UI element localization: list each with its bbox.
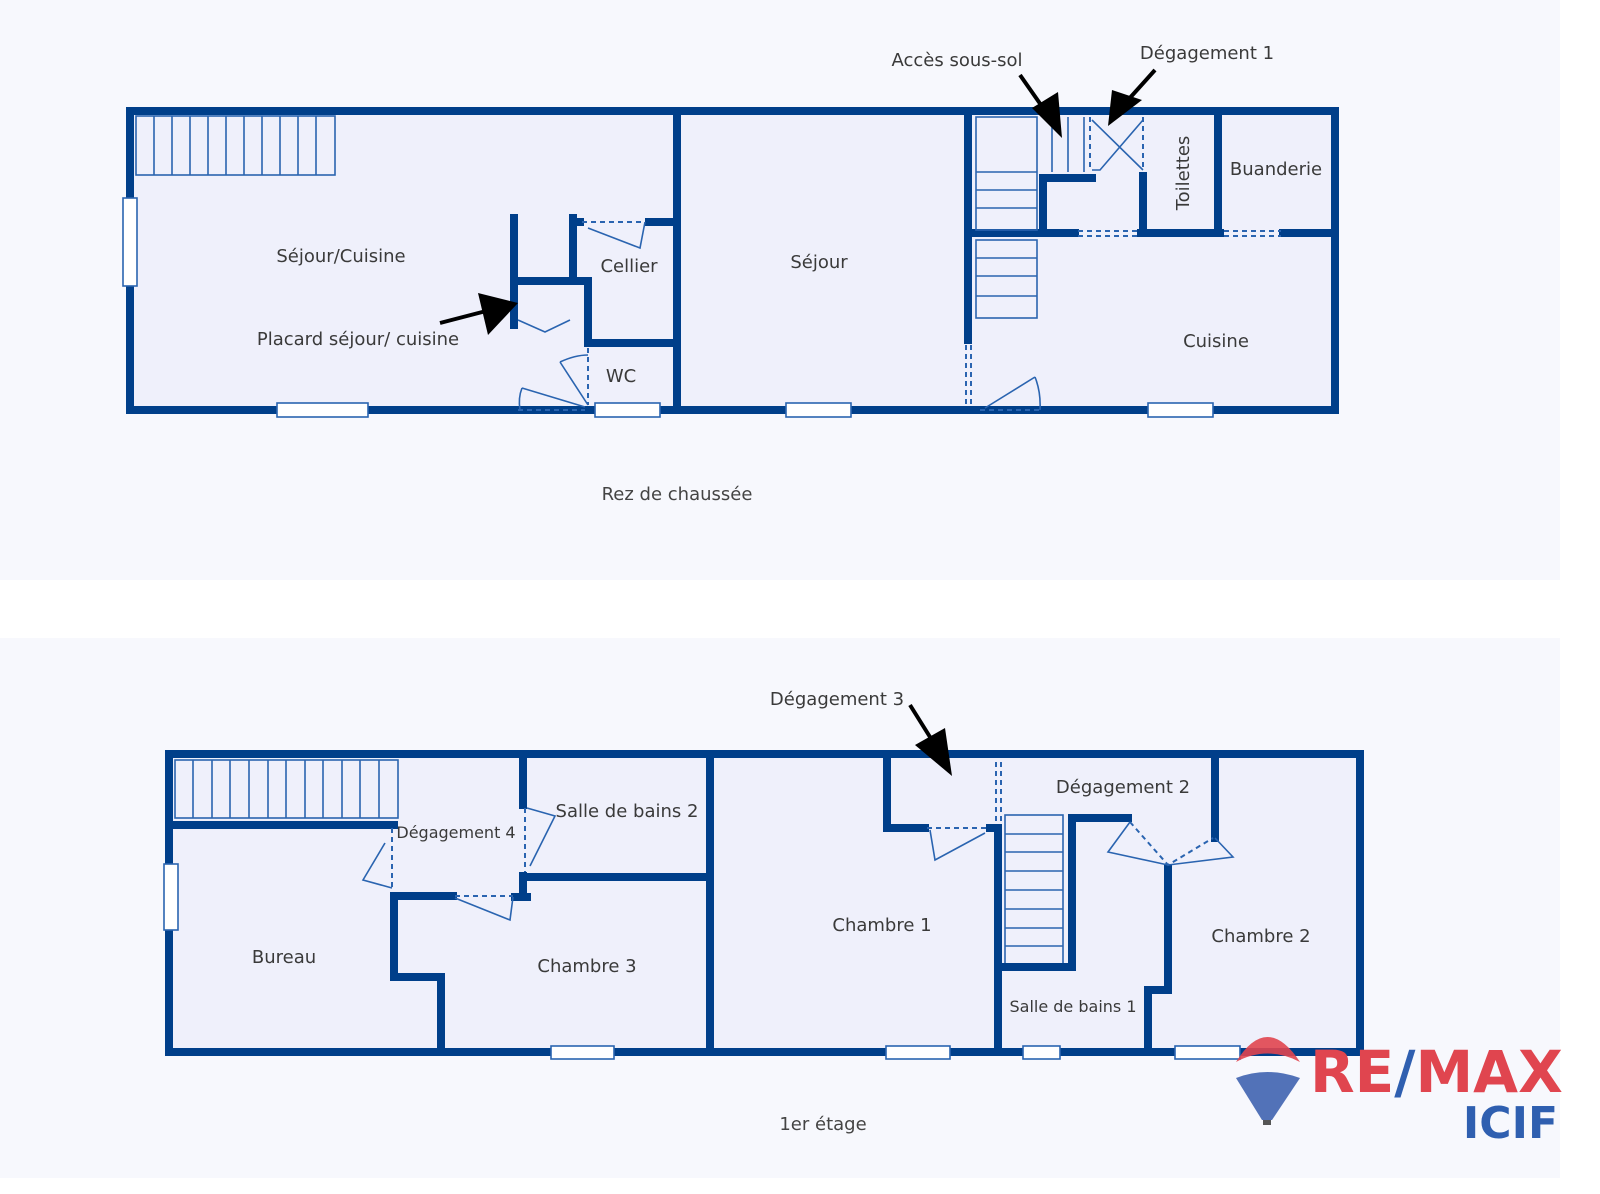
- arrow-icon: [908, 703, 952, 776]
- window: [594, 402, 661, 418]
- room-label-salle-de-bains-1: Salle de bains 1: [1009, 997, 1136, 1016]
- logo-agency: ICIF: [1463, 1098, 1558, 1149]
- room-label-bureau: Bureau: [252, 947, 316, 968]
- logo-brand: RE/MAX: [1310, 1038, 1563, 1106]
- room-label-cellier: Cellier: [600, 256, 658, 277]
- ground-floor-plan: Séjour/Cuisine Placard séjour/ cuisine C…: [122, 43, 1339, 505]
- outer-wall: [126, 107, 1339, 414]
- window: [885, 1045, 951, 1060]
- window: [163, 863, 179, 931]
- room-label-placard: Placard séjour/ cuisine: [257, 329, 459, 350]
- room-label-sejour-cuisine: Séjour/Cuisine: [276, 246, 405, 267]
- room-label-degagement-2: Dégagement 2: [1056, 777, 1190, 798]
- window: [122, 197, 138, 287]
- room-label-toilettes: Toilettes: [1173, 136, 1194, 212]
- callout-degagement-3: Dégagement 3: [770, 689, 904, 710]
- room-label-wc: WC: [606, 366, 636, 387]
- room-label-buanderie: Buanderie: [1230, 159, 1322, 180]
- outer-wall: [165, 750, 1364, 1056]
- room-label-chambre-3: Chambre 3: [537, 956, 636, 977]
- staircase-basement: [975, 116, 1085, 319]
- balloon-icon: [1236, 1037, 1300, 1062]
- callout-degagement-1: Dégagement 1: [1140, 43, 1274, 64]
- window: [1174, 1045, 1241, 1060]
- room-label-sejour: Séjour: [790, 252, 848, 273]
- callout-acces-sous-sol: Accès sous-sol: [891, 50, 1022, 71]
- floor-caption-first: 1er étage: [779, 1114, 866, 1135]
- room-label-cuisine: Cuisine: [1183, 331, 1249, 352]
- staircase: [174, 759, 399, 819]
- arrow-icon: [439, 68, 1157, 335]
- window: [785, 402, 852, 418]
- staircase: [135, 115, 336, 176]
- first-floor-plan: Dégagement 3 Dégagement 2 Dégagement 4 S…: [163, 689, 1364, 1135]
- room-label-salle-de-bains-2: Salle de bains 2: [556, 801, 699, 822]
- window: [550, 1045, 615, 1060]
- window: [276, 402, 369, 418]
- window: [1147, 402, 1214, 418]
- room-label-chambre-1: Chambre 1: [832, 915, 931, 936]
- remax-logo: RE/MAX ICIF: [1236, 1037, 1563, 1149]
- room-label-chambre-2: Chambre 2: [1211, 926, 1310, 947]
- floor-caption-ground: Rez de chaussée: [602, 484, 753, 505]
- window: [1022, 1045, 1061, 1060]
- room-label-degagement-4: Dégagement 4: [396, 823, 515, 842]
